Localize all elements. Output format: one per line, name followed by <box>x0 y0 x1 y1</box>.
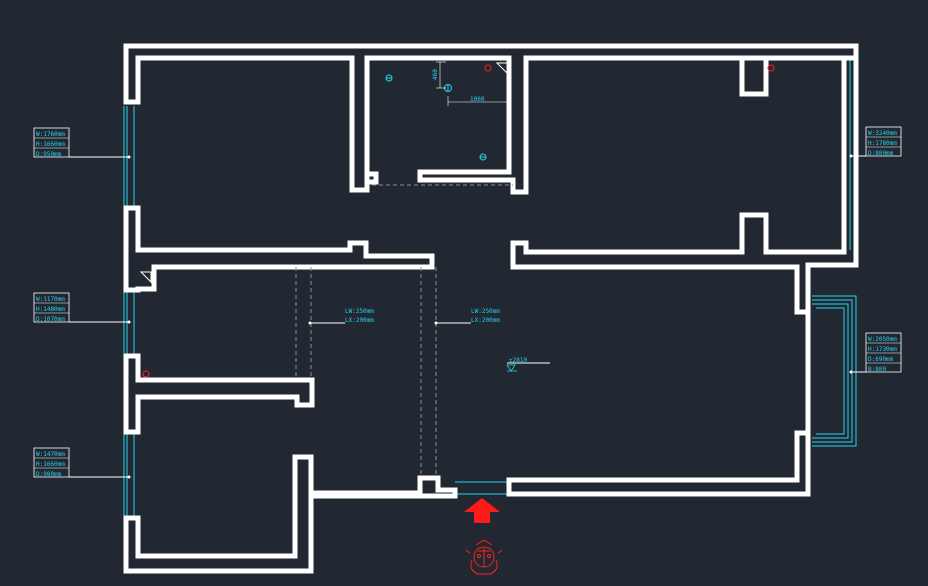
dashed-lines <box>295 184 513 476</box>
window-width: W:2050mm <box>868 336 897 343</box>
window-height: H:1730mm <box>868 346 897 353</box>
fixture-icon <box>479 153 487 161</box>
window-width: W:3240mm <box>868 130 897 137</box>
beam-label-1: LW:250mm LX:200mm <box>308 308 374 325</box>
window-glazing <box>123 58 857 518</box>
fixture-icon <box>385 74 393 82</box>
window-depth: D:690mm <box>868 356 894 363</box>
beam-height: LX:200mm <box>345 317 374 324</box>
pipe-marker-icon <box>484 64 492 72</box>
compass-icon <box>465 539 503 575</box>
window-callout: W:2050mm H:1730mm D:690mm B:800 <box>849 332 902 374</box>
beam-label-2: LW:250mm LX:200mm <box>434 308 500 325</box>
beam-height: LX:200mm <box>471 317 500 324</box>
dimension-horizontal: 1060 <box>470 96 485 103</box>
pipe-marker-icon <box>142 370 150 378</box>
level-mark: ±2810 <box>506 357 550 372</box>
level-label: ±2810 <box>509 357 527 364</box>
window-callout: W:1470mm H:1660mm D:980mm <box>33 447 131 479</box>
window-callout: W:1760mm H:1660mm D:950mm <box>33 127 131 159</box>
dimension-vertical: 460 <box>432 69 439 80</box>
beam-width: LW:250mm <box>345 308 374 315</box>
beam-width: LW:250mm <box>471 308 500 315</box>
window-width: W:1760mm <box>36 131 65 138</box>
window-depth: D:800mm <box>868 150 894 157</box>
window-extra: B:800 <box>868 366 886 373</box>
window-height: H:1660mm <box>36 461 65 468</box>
dimensions: 460 1060 <box>432 61 511 106</box>
window-width: W:1470mm <box>36 451 65 458</box>
window-depth: D:1070mm <box>36 316 65 323</box>
window-width: W:1170mm <box>36 296 65 303</box>
walls <box>123 43 859 574</box>
window-callout: W:3240mm H:1780mm D:800mm <box>849 126 902 158</box>
window-depth: D:950mm <box>36 151 62 158</box>
window-callout: W:1170mm H:1480mm D:1070mm <box>33 292 131 324</box>
window-height: H:1480mm <box>36 306 65 313</box>
window-height: H:1780mm <box>868 140 897 147</box>
entrance-arrow-icon <box>464 498 500 523</box>
pipe-marker-icon <box>767 64 775 72</box>
fixtures <box>139 62 775 378</box>
window-height: H:1660mm <box>36 141 65 148</box>
window-depth: D:980mm <box>36 471 62 478</box>
